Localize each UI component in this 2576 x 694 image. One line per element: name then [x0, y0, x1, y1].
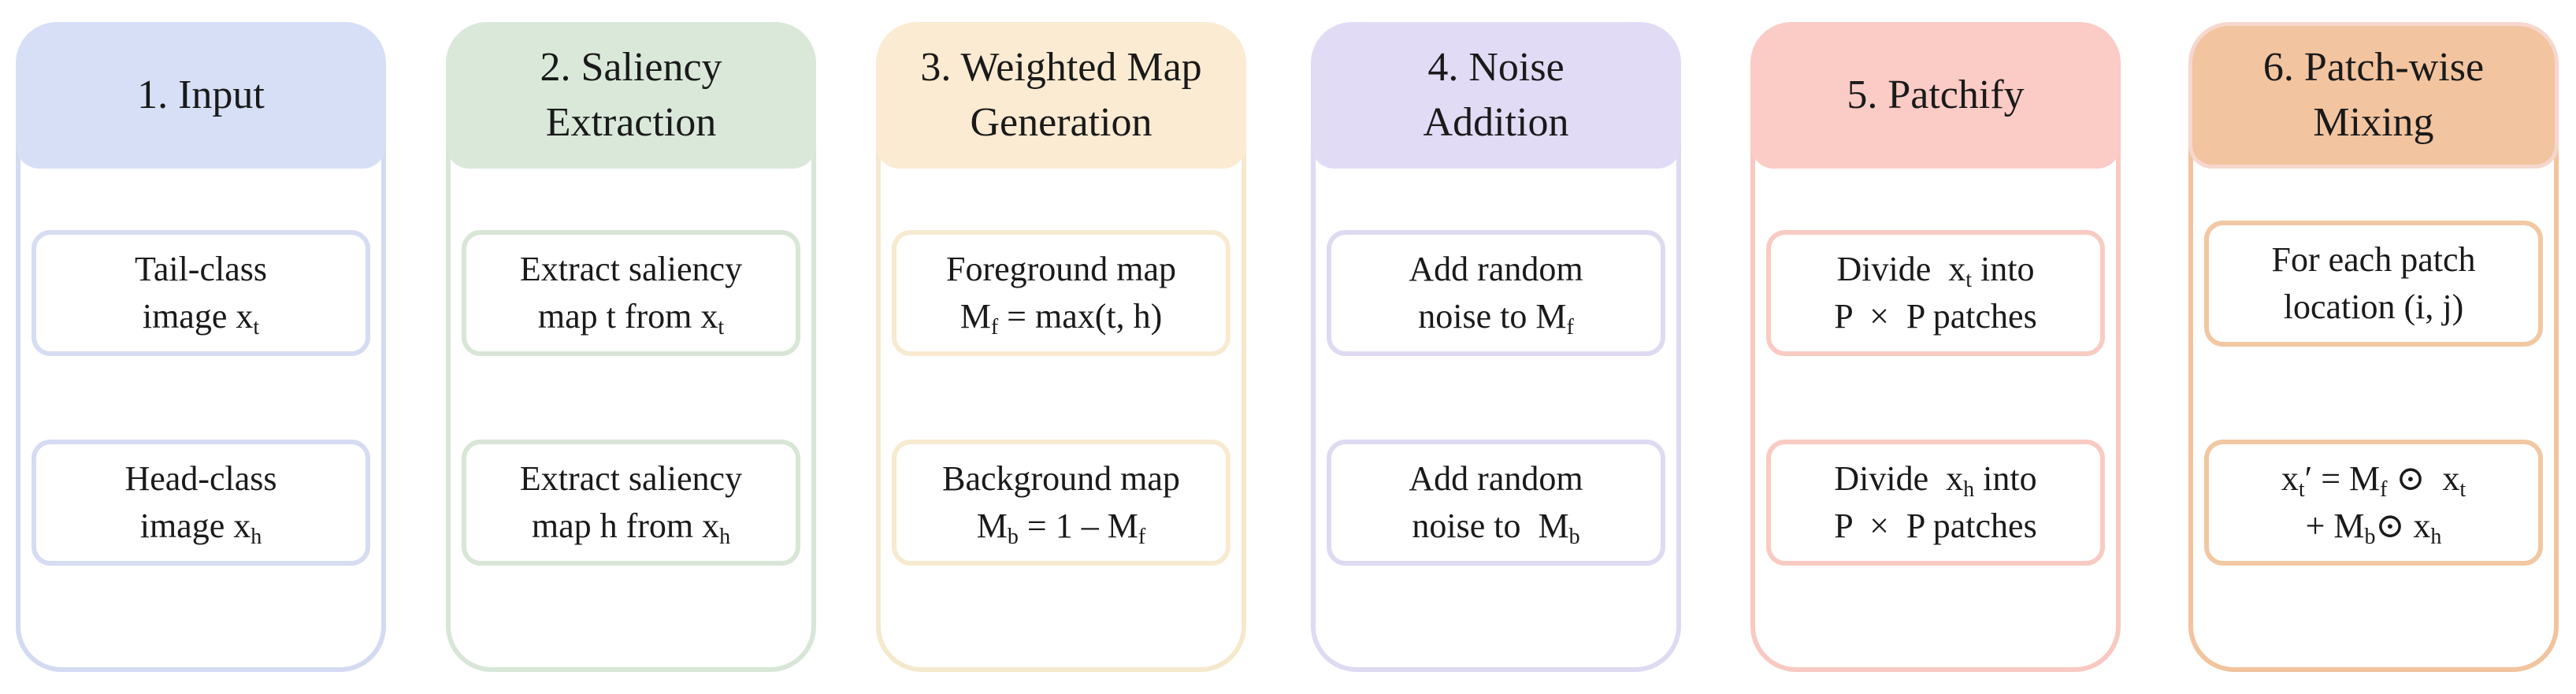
subscript: b	[1007, 525, 1019, 549]
step-text-line: location (i, j)	[2283, 288, 2464, 326]
step-text-line: Divide xt into	[1836, 250, 2035, 292]
step-text-line: For each patch	[2271, 240, 2476, 279]
step-text: Add random noise to Mf	[1409, 246, 1583, 340]
step-text: Extract saliency map h from xh	[520, 455, 742, 550]
step-text: Head-class image xh	[124, 455, 277, 550]
step-text: xt′ = Mf ⊙ xt + Mb⊙ xh	[2281, 455, 2466, 550]
step-head-class-image: Head-class image xh	[32, 440, 370, 566]
step-text: Divide xh into P × P patches	[1834, 455, 2036, 550]
subscript: t	[718, 315, 725, 340]
step-text-line: Divide xh into	[1834, 459, 2037, 502]
stage-title-line: 3. Weighted Map	[920, 45, 1202, 90]
subscript: h	[251, 525, 262, 549]
step-noise-background: Add random noise to Mb	[1327, 440, 1665, 566]
step-text-line: image xh	[139, 507, 262, 549]
stage-patchify-header: 5. Patchify	[1750, 22, 2121, 169]
step-text-line: Mb = 1 – Mf	[976, 507, 1146, 549]
stage-title-line: 6. Patch-wise	[2262, 45, 2485, 90]
stage-title: 1. Input	[137, 68, 265, 123]
step-text-line: Mf = max(t, h)	[960, 297, 1163, 340]
stage-title-line: 2. Saliency	[540, 45, 722, 90]
step-text: Add random noise to Mb	[1409, 455, 1583, 550]
step-text-line: Add random	[1409, 459, 1583, 498]
subscript: f	[990, 315, 999, 340]
stage-title-line: Generation	[970, 100, 1153, 145]
subscript: f	[2380, 477, 2388, 502]
step-text-line: Extract saliency	[519, 250, 743, 288]
subscript: b	[2364, 525, 2376, 549]
step-text-line: Extract saliency	[519, 459, 743, 498]
stage-title-line: Extraction	[545, 100, 717, 145]
subscript: t	[2298, 477, 2305, 502]
step-text-line: map t from xt	[537, 297, 725, 340]
step-text-line: Background map	[942, 459, 1180, 498]
step-text: For each patch location (i, j)	[2272, 236, 2476, 331]
subscript: t	[2459, 477, 2467, 502]
step-mixing-formula: xt′ = Mf ⊙ xt + Mb⊙ xh	[2204, 440, 2543, 566]
step-text: Divide xt into P × P patches	[1834, 246, 2036, 340]
step-text-line: Head-class	[124, 459, 277, 498]
subscript: f	[1566, 315, 1574, 340]
step-for-each-patch: For each patch location (i, j)	[2204, 221, 2543, 347]
step-text-line: xt′ = Mf ⊙ xt	[2281, 459, 2467, 502]
step-tail-class-image: Tail-class image xt	[32, 230, 370, 356]
step-text-line: Add random	[1409, 250, 1583, 288]
step-text-line: Foreground map	[945, 250, 1177, 288]
step-text: Tail-class image xt	[135, 246, 267, 340]
step-text-line: noise to Mf	[1418, 297, 1574, 340]
step-text-line: + Mb⊙ xh	[2305, 507, 2442, 549]
step-text: Extract saliency map t from xt	[520, 246, 742, 340]
subscript: t	[253, 315, 260, 340]
step-noise-foreground: Add random noise to Mf	[1327, 230, 1665, 356]
stage-title-line: Addition	[1423, 100, 1569, 145]
step-text-line: image xt	[142, 297, 260, 340]
step-foreground-map: Foreground map Mf = max(t, h)	[892, 230, 1230, 356]
stage-input-header: 1. Input	[16, 22, 386, 169]
stage-title-line: 4. Noise	[1427, 45, 1565, 90]
stage-input: 1. Input Tail-class image xt Head-class im…	[16, 22, 386, 672]
step-text-line: noise to Mb	[1412, 507, 1580, 549]
step-text-line: map h from xh	[531, 507, 731, 549]
step-text-line: Tail-class	[135, 250, 267, 288]
subscript: b	[1568, 525, 1580, 549]
stage-title-line: 5. Patchify	[1847, 72, 2025, 117]
subscript: t	[1965, 268, 1973, 292]
step-divide-xt: Divide xt into P × P patches	[1766, 230, 2105, 356]
step-text: Foreground map Mf = max(t, h)	[946, 246, 1176, 340]
subscript: f	[1138, 525, 1146, 549]
step-extract-saliency-t: Extract saliency map t from xt	[462, 230, 800, 356]
subscript: h	[2430, 525, 2442, 549]
stage-title-line: Mixing	[2313, 100, 2434, 145]
subscript: h	[719, 525, 731, 549]
step-text-line: P × P patches	[1834, 297, 2037, 336]
stage-title: 5. Patchify	[1847, 68, 2024, 123]
step-extract-saliency-h: Extract saliency map h from xh	[462, 440, 800, 566]
subscript: h	[1963, 477, 1975, 502]
step-background-map: Background map Mb = 1 – Mf	[892, 440, 1230, 566]
step-divide-xh: Divide xh into P × P patches	[1766, 440, 2105, 566]
stage-title-line: 1. Input	[137, 72, 265, 117]
step-text-line: P × P patches	[1834, 507, 2037, 545]
step-text: Background map Mb = 1 – Mf	[942, 455, 1180, 550]
